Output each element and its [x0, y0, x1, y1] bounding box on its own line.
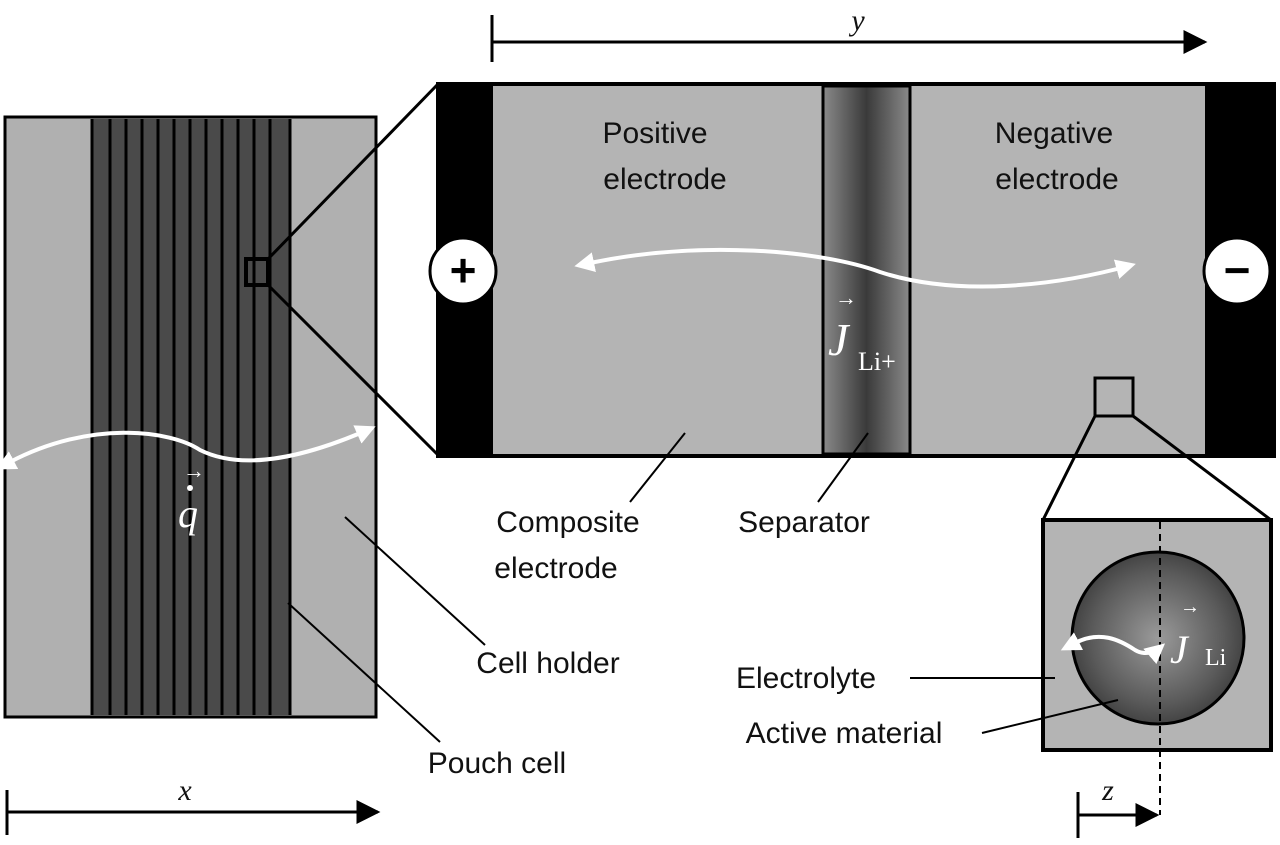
y-axis-label: y — [848, 4, 865, 37]
particle-panel — [1041, 518, 1273, 752]
svg-text:Li+: Li+ — [858, 347, 896, 376]
active-material-label: Active material — [746, 717, 943, 750]
svg-text:J: J — [828, 314, 851, 365]
z-axis: z — [1076, 774, 1160, 838]
positive-electrode-label-1: Positive — [602, 117, 707, 150]
svg-text:q: q — [178, 491, 198, 536]
svg-text:Li: Li — [1205, 645, 1227, 671]
x-axis: x — [5, 774, 381, 835]
separator-region — [821, 84, 912, 456]
zoom-line-left — [1041, 415, 1097, 521]
pouch-cell-leader — [287, 602, 441, 743]
pouch-cell-stack — [90, 119, 292, 715]
svg-text:→: → — [183, 458, 205, 483]
li-flux-symbol: J → Li — [1170, 596, 1227, 672]
pouch-cell-label: Pouch cell — [428, 747, 566, 780]
composite-electrode-leader — [629, 432, 686, 503]
composite-electrode-label-1: Composite — [496, 506, 639, 539]
negative-electrode-label-1: Negative — [995, 117, 1113, 150]
zoom-line-right — [1132, 414, 1272, 522]
svg-text:→: → — [835, 285, 857, 310]
composite-electrode-label-2: electrode — [494, 552, 617, 585]
x-axis-label: x — [177, 774, 192, 807]
svg-text:+: + — [450, 244, 477, 296]
zoom-marker-cell — [244, 257, 270, 287]
heat-flux-arrow — [0, 425, 376, 470]
negative-electrode-label-2: electrode — [995, 163, 1118, 196]
separator-leader — [817, 432, 869, 503]
electrolyte-label: Electrolyte — [736, 662, 876, 695]
positive-terminal: + — [428, 236, 498, 306]
svg-text:J: J — [1170, 627, 1190, 672]
y-axis: y — [490, 4, 1208, 62]
zoom-line-lower — [266, 283, 440, 457]
negative-terminal: − — [1202, 236, 1272, 306]
svg-text:−: − — [1224, 244, 1251, 296]
svg-text:→: → — [1180, 596, 1200, 618]
li-ion-flux-symbol: J → Li+ — [828, 285, 896, 376]
li-ion-flux-arrow — [574, 247, 1136, 289]
li-flux-arrow — [1060, 632, 1166, 665]
z-axis-label: z — [1101, 774, 1114, 807]
electrode-panel — [436, 82, 1276, 458]
zoom-marker-particle — [1093, 376, 1135, 418]
heat-flux-symbol: q → — [178, 458, 205, 536]
cell-holder-label: Cell holder — [476, 647, 619, 680]
active-material-leader — [981, 699, 1119, 734]
cell-holder-leader — [344, 516, 486, 646]
zoom-line-upper — [266, 82, 440, 261]
positive-electrode-label-2: electrode — [603, 163, 726, 196]
separator-label: Separator — [738, 506, 870, 539]
